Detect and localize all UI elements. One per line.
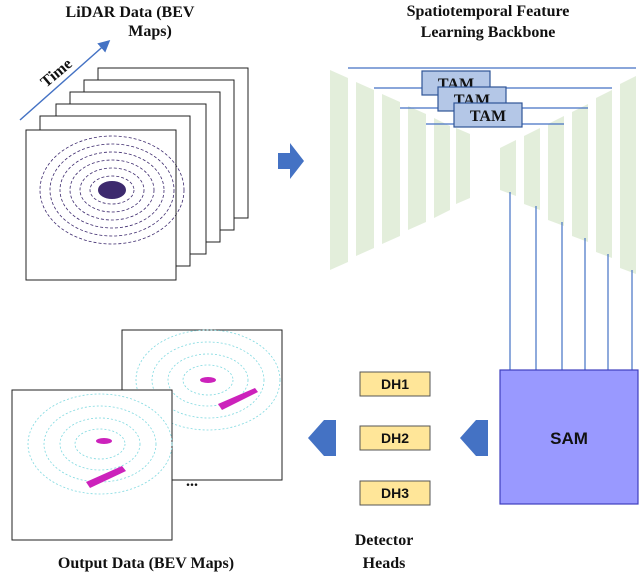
backbone-to-sam-lines	[509, 192, 633, 370]
detector-head-2: DH2	[359, 425, 431, 451]
ego-vehicle-blob	[98, 181, 126, 199]
output-frame-front	[11, 389, 173, 541]
detected-object-small	[200, 377, 216, 383]
time-label: Time	[38, 55, 76, 91]
lidar-scan-rings	[39, 135, 185, 245]
sam-label: SAM	[550, 429, 588, 448]
input-title-line1: LiDAR Data (BEV	[66, 4, 195, 21]
backbone-decoder	[500, 76, 636, 274]
heads-to-output-arrow	[308, 420, 336, 456]
backbone-title-line1: Spatiotemporal Feature	[407, 3, 570, 20]
sam-block: SAM	[499, 369, 639, 505]
detector-head-label: DH3	[381, 485, 409, 501]
detector-title-line1: Detector	[355, 532, 414, 549]
detected-object	[218, 388, 258, 410]
detector-head-1: DH1	[359, 371, 431, 397]
detector-head-3: DH3	[359, 480, 431, 506]
tam-block-3: TAM	[453, 102, 523, 128]
detected-object-small	[96, 438, 112, 444]
detected-object	[86, 466, 126, 488]
sam-to-heads-arrow	[460, 420, 488, 456]
output-ellipsis: ...	[186, 473, 198, 490]
detector-title-line2: Heads	[363, 555, 406, 572]
detector-head-label: DH1	[381, 376, 409, 392]
detector-head-label: DH2	[381, 430, 409, 446]
input-to-backbone-arrow	[278, 143, 304, 179]
backbone-encoder	[330, 70, 470, 270]
lidar-frame-stack	[25, 67, 249, 281]
tam-label: TAM	[470, 108, 506, 125]
input-title-line2: Maps)	[128, 23, 172, 40]
output-title: Output Data (BEV Maps)	[58, 555, 234, 572]
backbone-title-line2: Learning Backbone	[421, 24, 556, 41]
